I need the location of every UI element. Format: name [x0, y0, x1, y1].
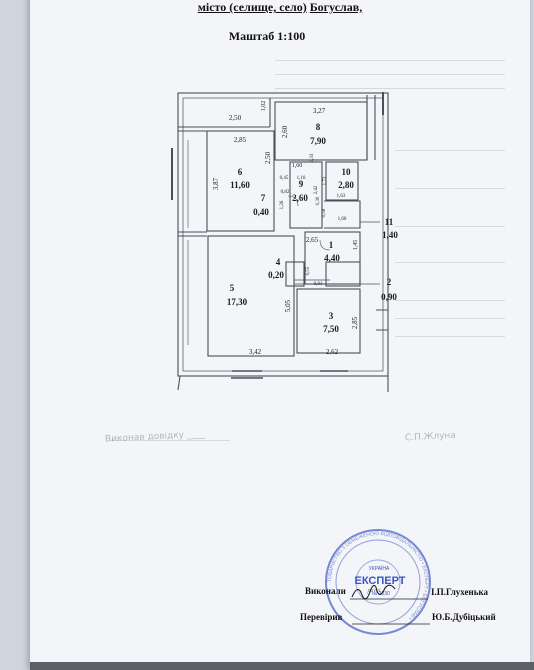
- page-bottom-edge: [30, 662, 534, 670]
- document-sheet: [30, 0, 530, 670]
- dimension-label: 3,27: [313, 107, 326, 115]
- wall: [294, 279, 330, 285]
- room-area: 0,20: [268, 270, 284, 280]
- bleed-through-line: [395, 188, 505, 189]
- bleed-through-line: [110, 440, 230, 441]
- room-area: 2,60: [292, 193, 308, 203]
- scale-label: Маштаб 1:100: [228, 29, 306, 43]
- checked-by-label: Перевірив: [300, 612, 343, 622]
- dimension-label: 2,85: [234, 136, 247, 144]
- dimension-label: 0,81: [314, 282, 323, 287]
- room-number: 11: [385, 217, 394, 227]
- dimension-label: 0,33: [310, 153, 315, 162]
- dimension-label: 3,87: [212, 177, 220, 190]
- bleed-through-line: [395, 262, 505, 263]
- bleed-through-line: [395, 336, 505, 337]
- door-swing: [319, 239, 331, 251]
- room-area: 4,40: [324, 253, 340, 263]
- room-number: 5: [230, 283, 235, 293]
- room-area: 1,40: [382, 230, 398, 240]
- room-5-outline: [207, 235, 295, 357]
- dimension-label: 2,60: [281, 125, 289, 138]
- dimension-label: 1,63: [337, 194, 346, 199]
- dimension-label: 1,26: [280, 200, 285, 209]
- dimension-label: 1,60: [338, 217, 347, 222]
- room-9-outline: [289, 161, 323, 229]
- wall: [178, 130, 207, 237]
- dimension-label: 0,45: [280, 176, 289, 181]
- room-area: 11,60: [230, 180, 250, 190]
- room-11-outline: [324, 200, 361, 229]
- outer-wall-inner: [182, 97, 384, 372]
- room-number: 2: [387, 277, 392, 287]
- dimension-label: 2,42: [314, 185, 319, 194]
- outer-wall: [177, 92, 389, 377]
- bleed-through-line: [395, 226, 505, 227]
- dimension-label: 2,85: [351, 316, 359, 329]
- room-area: 7,90: [310, 136, 326, 146]
- wall: [376, 309, 388, 331]
- dimension-label: 1,60: [292, 163, 303, 169]
- executed-by-name: І.П.Глухенька: [431, 587, 489, 597]
- bleed-through-line: [395, 300, 505, 301]
- dimension-label: 5,05: [284, 299, 292, 312]
- room-number: 7: [261, 193, 266, 203]
- locality-label: місто (селище, село): [197, 0, 307, 14]
- dimension-label: 2,62: [326, 348, 339, 356]
- door-swing: [287, 195, 299, 207]
- room-6-outline: [206, 130, 275, 232]
- bleed-through-line: [275, 60, 505, 61]
- room-number: 9: [299, 179, 304, 189]
- wall: [366, 95, 376, 160]
- bleed-through-line: [395, 318, 505, 319]
- room-number: 4: [276, 257, 281, 267]
- signature-line: [350, 598, 430, 625]
- room-3-outline: [296, 288, 361, 354]
- window: [231, 370, 348, 379]
- locality-name: Богуслав,: [309, 0, 363, 14]
- room-area: 2,80: [338, 180, 354, 190]
- room-number: 6: [238, 167, 243, 177]
- executed-by-label: Виконали: [305, 586, 346, 596]
- room-10-outline: [325, 161, 359, 201]
- locality-line: місто (селище, село) Богуслав,: [30, 0, 530, 15]
- room-number: 8: [316, 122, 321, 132]
- dimension-label: 1,73: [323, 176, 328, 185]
- bleed-through-line: [395, 150, 505, 151]
- checked-by-name: Ю.Б.Дубіцький: [432, 612, 496, 622]
- dimension-label: 2,50: [264, 151, 272, 164]
- stamp-center-text: ЕКСПЕРТ: [354, 575, 405, 587]
- room-number: 1: [329, 240, 334, 250]
- room-4-outline: [285, 261, 305, 287]
- stamp-country: УКРАЇНА: [369, 565, 390, 572]
- room-area: 7,50: [323, 324, 339, 334]
- dimension-label: 2,65: [306, 236, 319, 244]
- dimension-label: 0,55: [306, 266, 311, 275]
- dimension-label: 0,30: [316, 196, 321, 205]
- dimension-label: 3,42: [249, 348, 262, 356]
- dimension-label: 1,45: [353, 240, 359, 251]
- dimension-label: 0,82: [281, 190, 290, 195]
- room-1-outline: [304, 231, 361, 285]
- room-area: 17,30: [227, 297, 248, 307]
- room-number: 3: [329, 311, 334, 321]
- bleed-through-line: [275, 88, 505, 89]
- dimension-label: 1,02: [261, 101, 267, 112]
- dimension-label: 2,50: [229, 114, 242, 122]
- room-number: 10: [342, 167, 352, 177]
- room-area: 0,90: [381, 292, 397, 302]
- wall: [177, 375, 389, 392]
- dimension-label: 1,10: [297, 176, 306, 181]
- executor-signature: [351, 584, 396, 600]
- dimension-label: 0,58: [322, 208, 327, 217]
- room-area: 0,40: [253, 207, 269, 217]
- room-2-outline: [325, 261, 361, 287]
- executor-signature-text: pavel: [367, 588, 381, 594]
- bleed-through-line: [275, 74, 505, 75]
